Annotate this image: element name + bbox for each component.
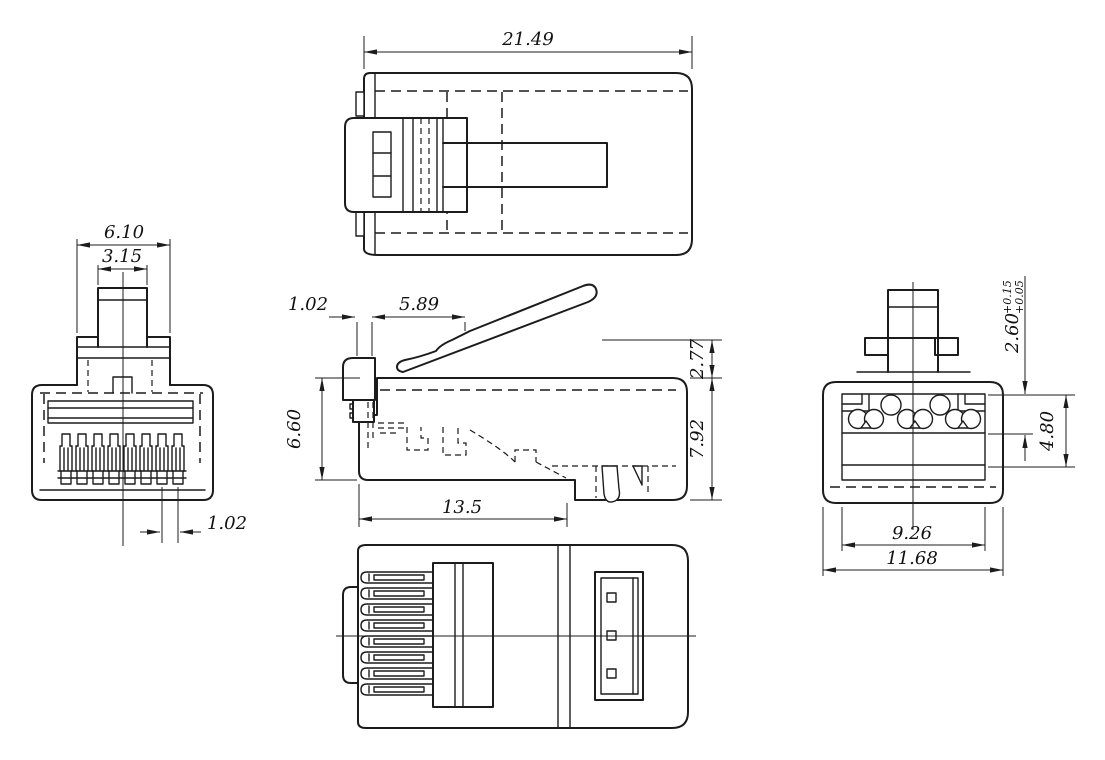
bottom-view <box>336 544 696 729</box>
dim-front-height: 6.60 <box>284 409 305 449</box>
front-view: 3.15 6.10 1.02 <box>31 222 247 546</box>
dim-overall-length: 21.49 <box>501 29 554 50</box>
dim-latch-tab-width: 3.15 <box>102 246 142 267</box>
dim-overall-width: 11.68 <box>886 548 938 569</box>
side-view: 1.02 5.89 6.60 13.5 2.77 7.92 <box>284 283 722 527</box>
dim-cavity-height: 4.80 <box>1037 411 1058 452</box>
dim-cavity-width: 9.26 <box>892 523 932 544</box>
dim-front-offset: 1.02 <box>288 294 328 315</box>
dim-latch-rise: 2.77 <box>687 338 708 380</box>
dim-body-height: 7.92 <box>687 419 708 459</box>
wire-channel-glyphs <box>847 408 982 430</box>
dim-base-length: 13.5 <box>442 497 482 518</box>
rear-view: 9.26 11.68 2.60 +0.15 +0.05 4.80 <box>822 276 1075 576</box>
dim-slot-tol-lower: +0.05 <box>1013 280 1026 314</box>
dim-slot-tol-upper: +0.15 <box>1001 280 1014 314</box>
dim-slot-height: 2.60 <box>1002 313 1023 354</box>
dim-latch-root-length: 5.89 <box>399 294 439 315</box>
top-view: 21.49 <box>344 29 693 256</box>
dim-latch-base-width: 6.10 <box>104 222 144 243</box>
dim-contact-pitch: 1.02 <box>207 513 247 534</box>
